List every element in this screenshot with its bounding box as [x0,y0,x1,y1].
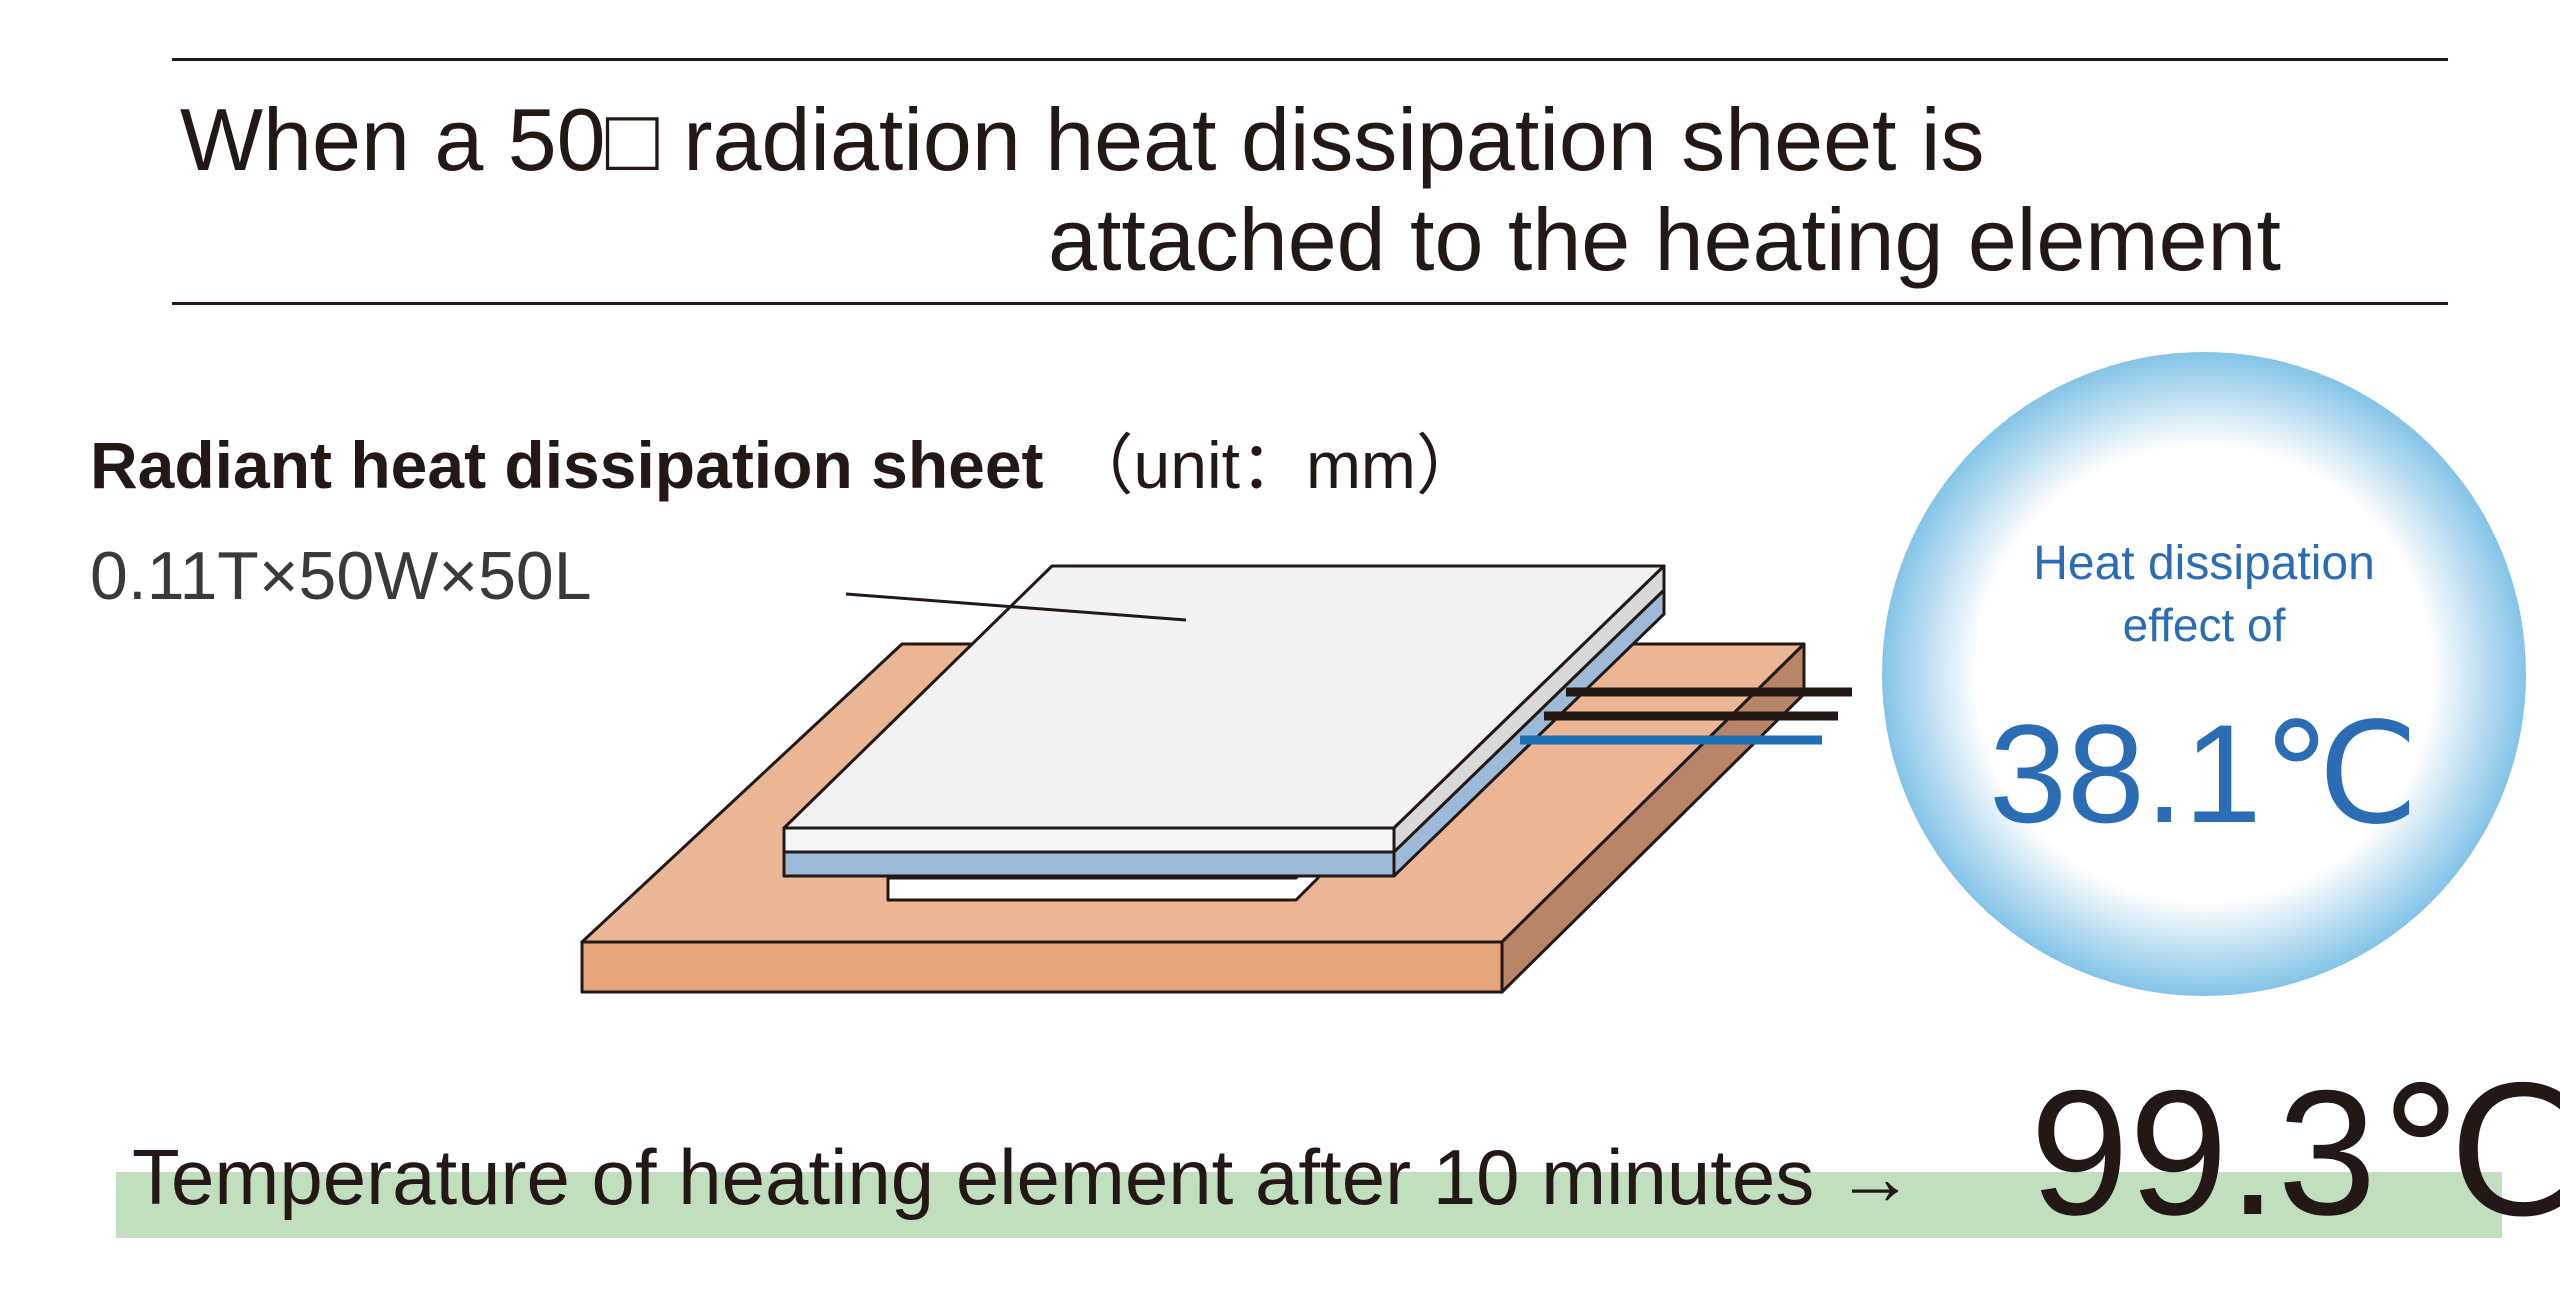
sheet-unit: （unit：mm） [1067,428,1482,502]
result-temperature: 99.3℃ [2030,1053,2560,1252]
title-line-2: attached to the heating element [1048,190,2281,289]
result-label: Temperature of heating element after 10 … [132,1133,1914,1221]
heat-dissipation-badge: Heat dissipation effect of 38.1℃ [1882,352,2526,996]
badge-line-1: Heat dissipation [2033,537,2375,590]
sheet-top-side [1392,564,1666,854]
sheet-blue-front [782,850,1396,878]
result-highlight-bar [116,1172,2502,1238]
title-bottom-rule [172,302,2448,305]
heating-element [886,854,1320,902]
base-plate-front [580,940,1504,994]
sheet-name: Radiant heat dissipation sheet [90,428,1044,502]
title-line-1: When a 50□ radiation heat dissipation sh… [180,90,1985,189]
sheet-label: Radiant heat dissipation sheet（unit：mm） [90,432,1482,498]
badge-value: 38.1℃ [1989,695,2419,852]
title-top-rule [172,58,2448,61]
sheet-dimensions: 0.11T×50W×50L [90,538,592,614]
badge-line-2: effect of [2122,599,2286,651]
label-leader-line [845,592,1187,622]
sheet-top-front [782,826,1396,854]
